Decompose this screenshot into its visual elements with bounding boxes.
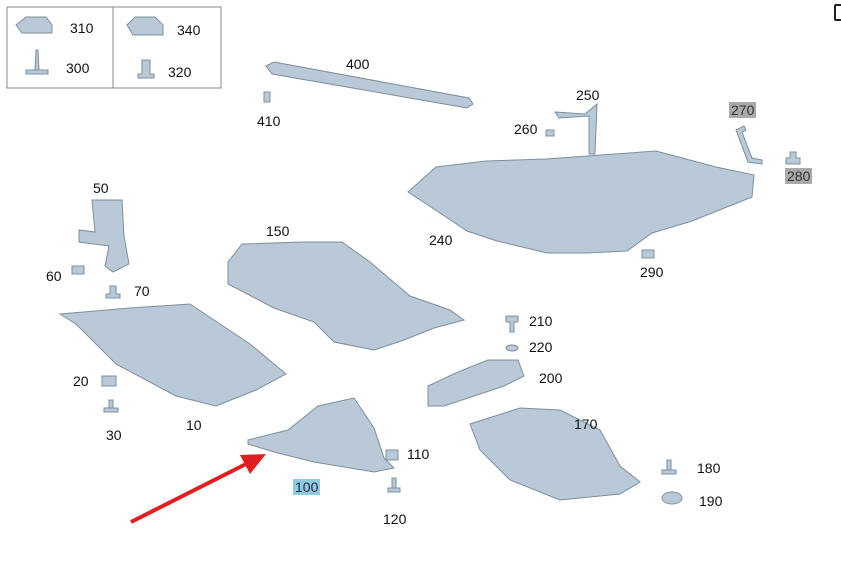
label-70: 70 <box>134 283 150 299</box>
red-arrow <box>130 454 266 524</box>
part-250-bracket <box>554 102 598 155</box>
legend-box <box>6 6 222 89</box>
label-220: 220 <box>529 339 553 355</box>
part-220-washer <box>505 344 519 352</box>
part-120-screw <box>387 477 401 493</box>
part-240-rear-shield <box>407 150 755 254</box>
part-110-clip <box>385 449 399 461</box>
label-200: 200 <box>539 370 563 386</box>
label-210: 210 <box>529 313 553 329</box>
part-210-pin <box>505 315 519 333</box>
label-190: 190 <box>699 493 723 509</box>
label-180: 180 <box>697 460 721 476</box>
label-10: 10 <box>186 417 202 433</box>
part-100-side-shield <box>247 397 396 473</box>
label-60: 60 <box>46 268 62 284</box>
label-20: 20 <box>73 373 89 389</box>
label-340: 340 <box>177 22 201 38</box>
part-280-pin <box>785 151 801 165</box>
label-320: 320 <box>168 64 192 80</box>
part-400-crossbar <box>265 61 474 109</box>
label-290: 290 <box>640 264 664 280</box>
part-50-bracket <box>78 199 130 273</box>
clip-nut-310 <box>15 16 53 34</box>
bolt-320 <box>137 59 155 79</box>
part-270-bracket <box>735 125 763 165</box>
part-30-screw <box>103 399 119 413</box>
part-150-center-shield <box>227 241 466 351</box>
label-260: 260 <box>514 121 538 137</box>
label-50: 50 <box>93 180 109 196</box>
part-10-front-shield <box>58 303 287 407</box>
part-170-panel <box>469 407 641 501</box>
part-290-clip <box>641 249 655 259</box>
part-190-grommet <box>661 491 683 505</box>
label-150: 150 <box>266 223 290 239</box>
part-20-clip <box>101 375 117 387</box>
label-120: 120 <box>383 511 407 527</box>
part-200-bracket <box>427 359 525 407</box>
label-410: 410 <box>257 113 281 129</box>
label-300: 300 <box>66 60 90 76</box>
part-180-pin <box>661 459 677 475</box>
part-70-screw <box>105 285 121 299</box>
label-110: 110 <box>407 446 430 462</box>
part-410-bolt <box>263 91 271 103</box>
clip-nut-340 <box>126 16 164 36</box>
part-260-clip <box>545 129 555 137</box>
label-30: 30 <box>106 427 122 443</box>
corner-frame-icon <box>834 4 841 21</box>
label-280: 280 <box>785 168 813 184</box>
label-270: 270 <box>729 102 757 118</box>
label-170: 170 <box>574 416 598 432</box>
label-100: 100 <box>293 479 321 495</box>
label-250: 250 <box>576 87 600 103</box>
screw-300 <box>25 49 49 75</box>
label-240: 240 <box>429 232 453 248</box>
label-310: 310 <box>70 20 94 36</box>
part-60-clip <box>71 265 85 275</box>
label-400: 400 <box>346 56 370 72</box>
